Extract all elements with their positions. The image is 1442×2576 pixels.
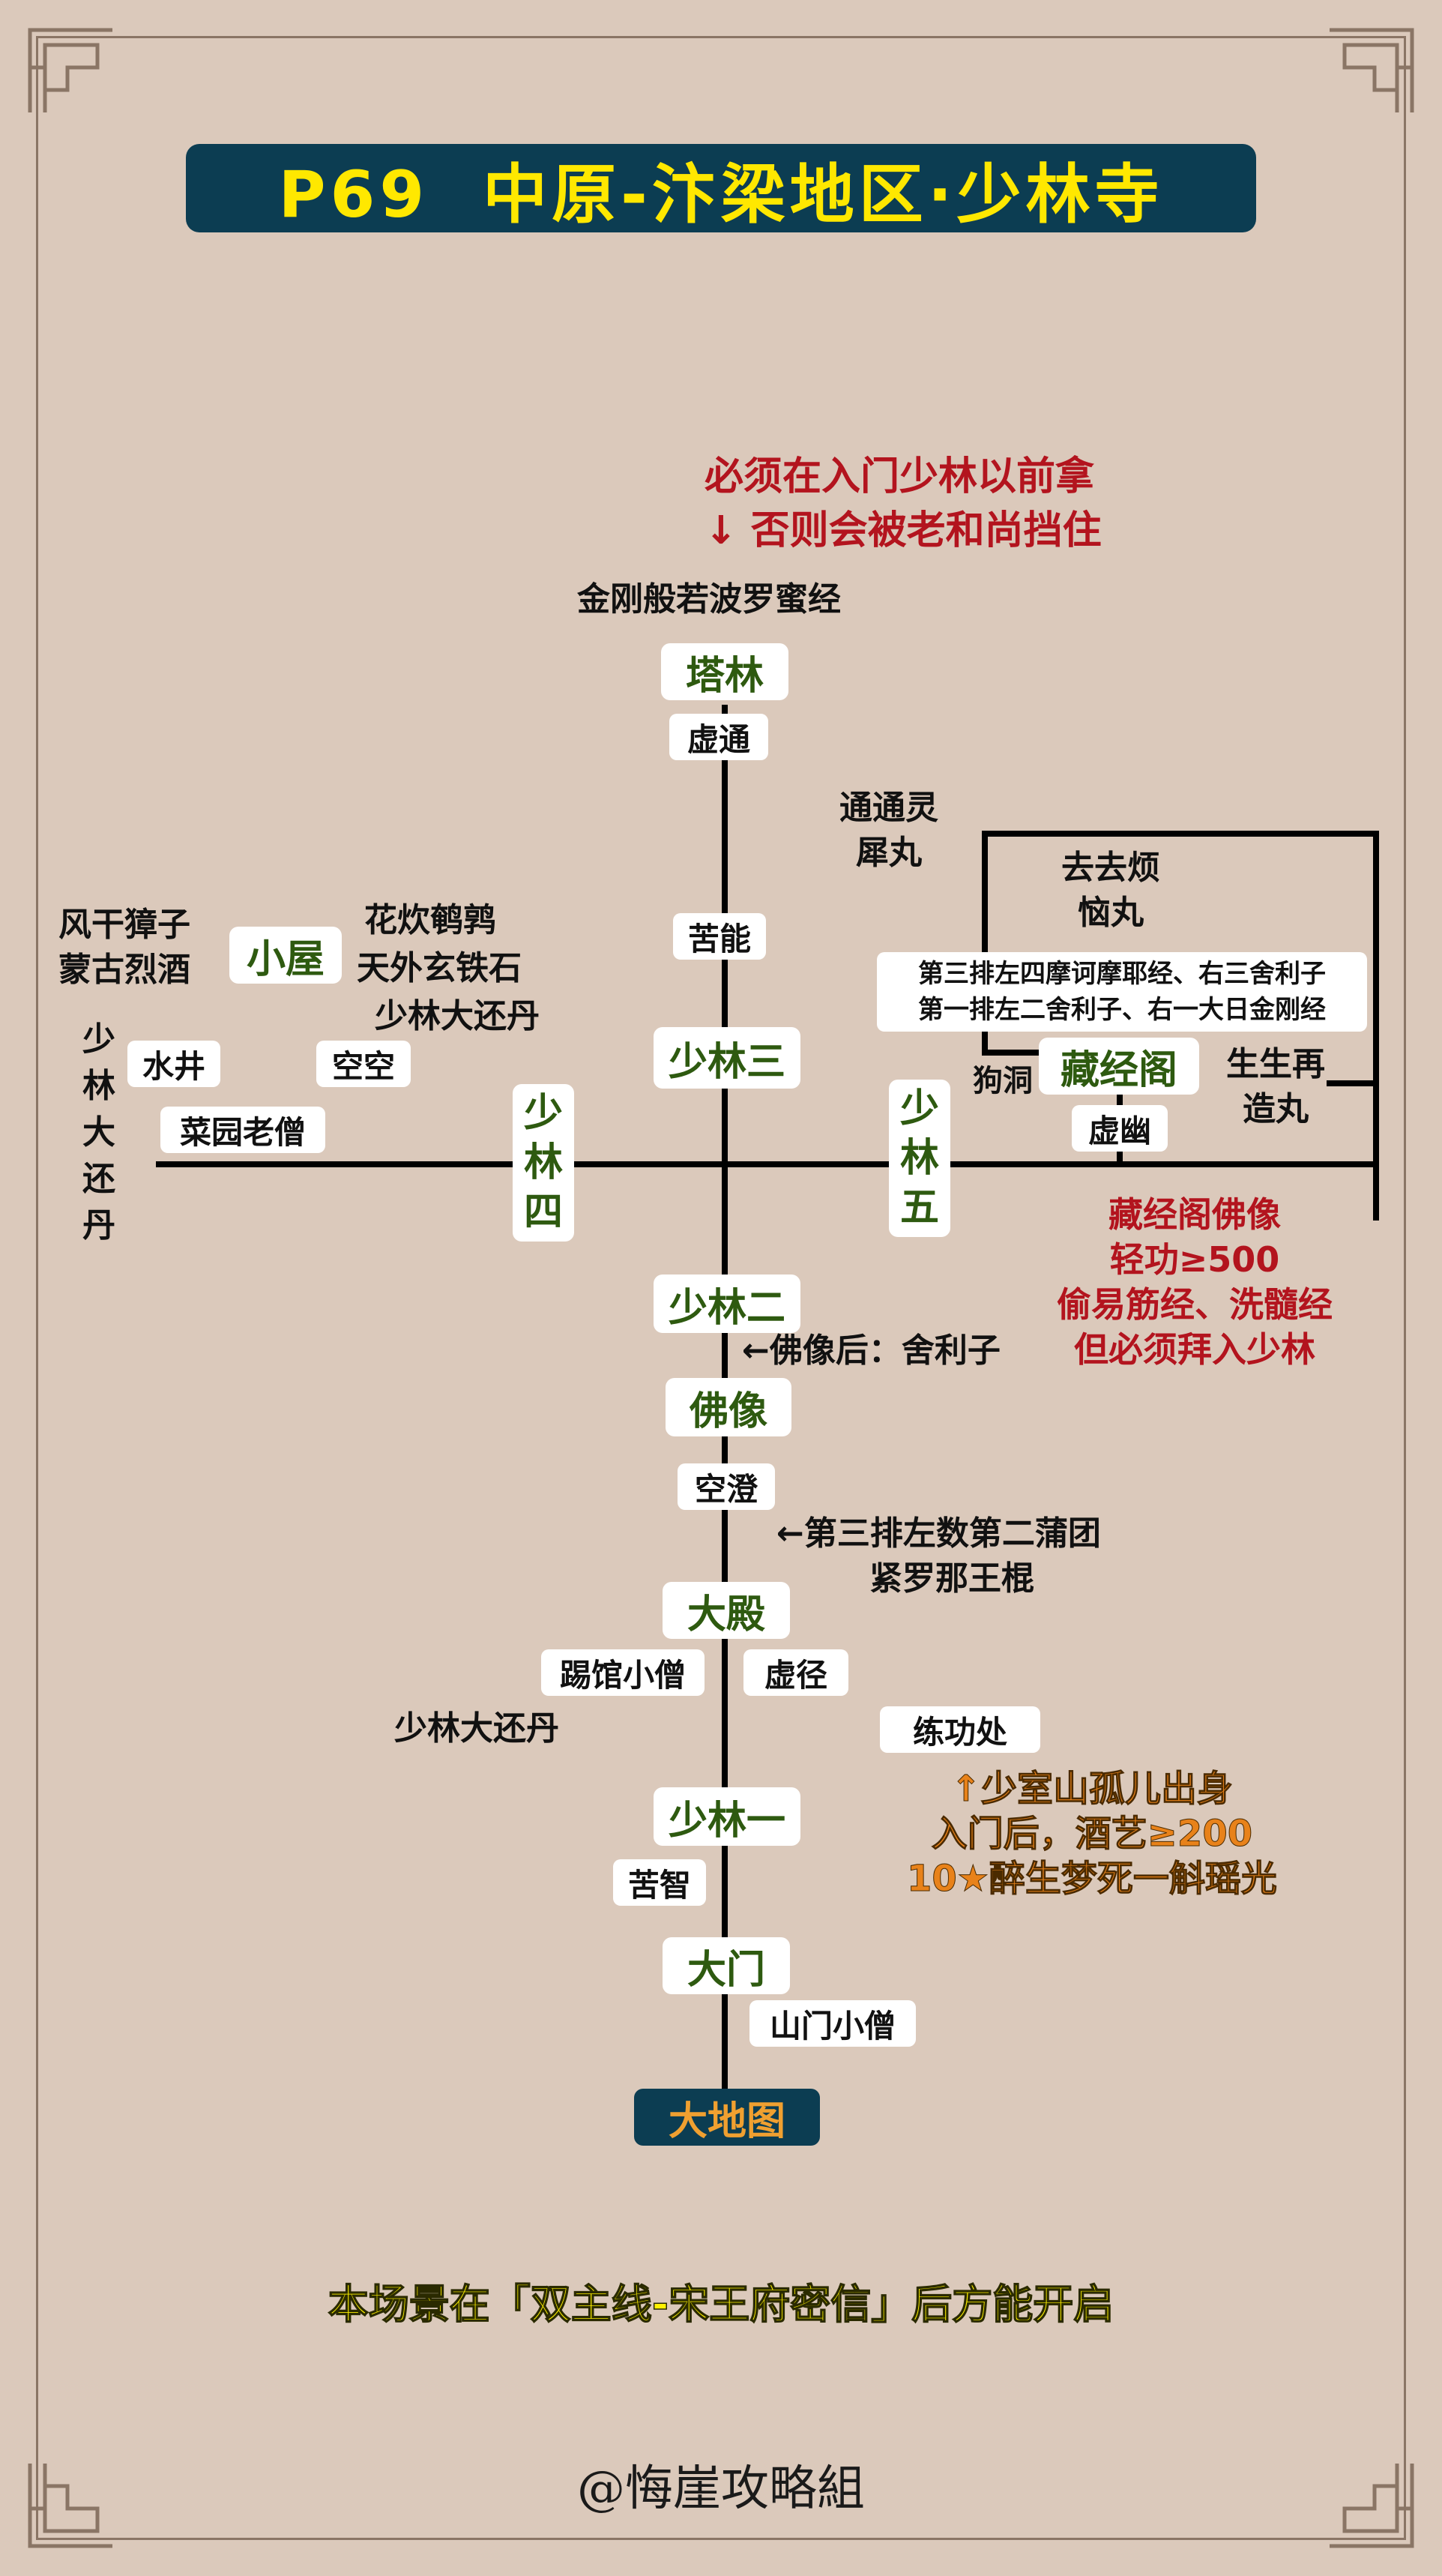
- goudong-path: [982, 1050, 1049, 1056]
- node-damen[interactable]: 大门: [663, 1937, 790, 1994]
- huazhi-items: 花炊鹌鹑 天外玄铁石 少林大还丹: [357, 901, 540, 1035]
- cang-right-path: [1373, 831, 1379, 1221]
- corner-ornament-icon: [1330, 2464, 1414, 2548]
- dahuandan-item: 少林大还丹: [394, 1709, 559, 1748]
- npc-tiguan[interactable]: 踢馆小僧: [541, 1649, 705, 1696]
- node-talin[interactable]: 塔林: [661, 643, 788, 700]
- fenggan-items: 风干獐子 蒙古烈酒: [58, 906, 190, 989]
- dahuandan-vertical: 少 林 大 还 丹: [82, 1020, 115, 1245]
- goudong-label: 狗洞: [973, 1064, 1033, 1098]
- node-shaolin2[interactable]: 少林二: [654, 1275, 800, 1333]
- putuan-note: ←第三排左数第二蒲团 紧罗那王棍: [776, 1514, 1101, 1598]
- node-daditu[interactable]: 大地图: [634, 2089, 820, 2146]
- npc-shanmen[interactable]: 山门小僧: [749, 2000, 916, 2047]
- shengsheng-path: [1327, 1080, 1378, 1086]
- npc-caiyuan[interactable]: 菜园老僧: [160, 1107, 325, 1153]
- foxiang-hou-note: ←佛像后：舍利子: [742, 1331, 1001, 1370]
- node-cangjingge[interactable]: 藏经阁: [1039, 1038, 1199, 1095]
- ququ-item: 去去烦 恼丸: [1061, 849, 1160, 932]
- node-shaolin1[interactable]: 少林一: [654, 1787, 800, 1846]
- orange-note: ↑少室山孤儿出身 入门后，酒艺≥200 10★醉生梦死一斛瑶光: [907, 1768, 1278, 1901]
- corner-ornament-icon: [1330, 28, 1414, 112]
- spot-shuijing[interactable]: 水井: [127, 1041, 220, 1087]
- node-shaolin3[interactable]: 少林三: [654, 1027, 800, 1089]
- npc-kongkong[interactable]: 空空: [316, 1041, 411, 1087]
- corner-ornament-icon: [28, 2464, 112, 2548]
- jingang-item: 金刚般若波罗蜜经: [577, 580, 841, 619]
- lianggong-spot[interactable]: 练功处: [880, 1706, 1040, 1753]
- npc-kuneng[interactable]: 苦能: [673, 913, 766, 960]
- node-foxiang[interactable]: 佛像: [666, 1378, 791, 1436]
- npc-kongcheng[interactable]: 空澄: [678, 1463, 775, 1510]
- cangjingge-note: 藏经阁佛像 轻功≥500 偷易筋经、洗髓经 但必须拜入少林: [1057, 1194, 1333, 1370]
- page-title: P69 中原-汴梁地区·少林寺: [278, 157, 1164, 232]
- shengsheng-item: 生生再 造丸: [1226, 1045, 1325, 1128]
- credit-signature: @悔崖攻略組: [577, 2461, 865, 2517]
- cang-top-path: [982, 831, 1379, 837]
- node-xiaowu[interactable]: 小屋: [229, 927, 342, 984]
- node-shaolin4[interactable]: 少 林 四: [513, 1084, 574, 1242]
- npc-kuzhi[interactable]: 苦智: [613, 1859, 706, 1906]
- cang-left-path: [982, 831, 988, 1056]
- main-horizontal-path: [156, 1161, 1378, 1167]
- corner-ornament-icon: [28, 28, 112, 112]
- shelves-note: 第三排左四摩诃摩耶经、右三舍利子 第一排左二舍利子、右一大日金刚经: [877, 952, 1367, 1032]
- footer-note: 本场景在「双主线-宋王府密信」后方能开启: [328, 2281, 1114, 2328]
- node-shaolin5[interactable]: 少 林 五: [889, 1080, 950, 1237]
- tongtong-item: 通通灵 犀丸: [839, 789, 938, 872]
- decorative-frame: [36, 36, 1406, 2540]
- warning-note: 必须在入门少林以前拿 ↓ 否则会被老和尚挡住: [705, 454, 1102, 553]
- npc-xuyou[interactable]: 虚幽: [1072, 1105, 1168, 1152]
- npc-xutong[interactable]: 虚通: [669, 714, 768, 760]
- title-banner: P69 中原-汴梁地区·少林寺: [186, 144, 1256, 232]
- npc-xujing[interactable]: 虚径: [743, 1649, 848, 1696]
- node-dadian[interactable]: 大殿: [663, 1582, 790, 1639]
